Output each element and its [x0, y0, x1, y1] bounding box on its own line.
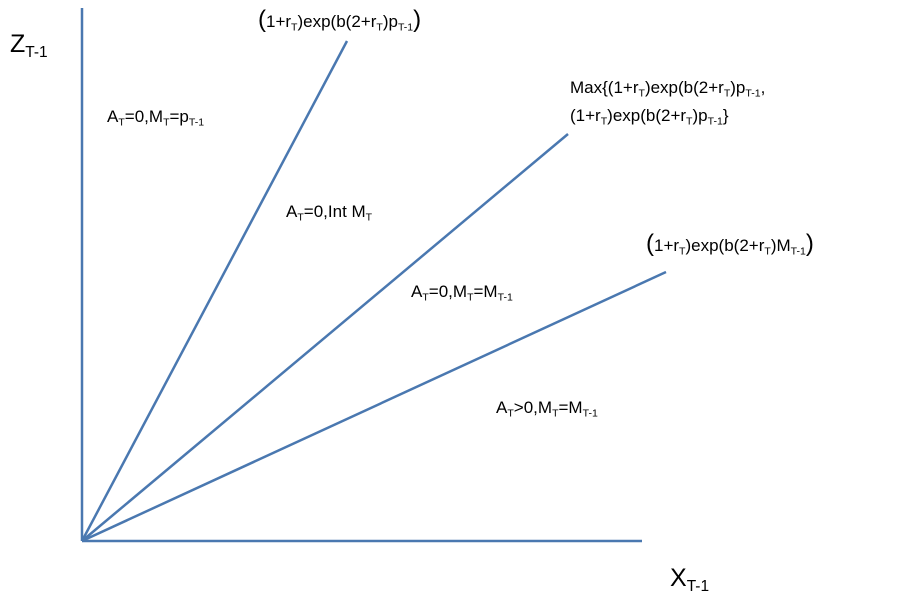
- boundary-label-middle-line2: (1+rT)exp(b(2+rT)pT-1}: [570, 106, 729, 128]
- y-axis-label: ZT-1: [10, 30, 48, 61]
- region-label-1: AT=0,MT=pT-1: [107, 107, 205, 129]
- boundary-label-middle-line1: Max{(1+rT)exp(b(2+rT)pT-1,: [570, 78, 766, 100]
- region-label-4: AT>0,MT=MT-1: [496, 398, 598, 420]
- boundary-line-middle: [81, 133, 569, 542]
- boundary-line-steep: [80, 40, 349, 542]
- region-label-2: AT=0,Int MT: [286, 202, 373, 224]
- x-axis-label: XT-1: [670, 564, 710, 595]
- boundary-label-top: (1+rT)exp(b(2+rT)pT-1): [258, 6, 422, 34]
- boundary-label-lower: (1+rT)exp(b(2+rT)MT-1): [646, 230, 814, 258]
- boundary-line-shallow: [81, 270, 667, 543]
- region-label-3: AT=0,MT=MT-1: [411, 282, 513, 304]
